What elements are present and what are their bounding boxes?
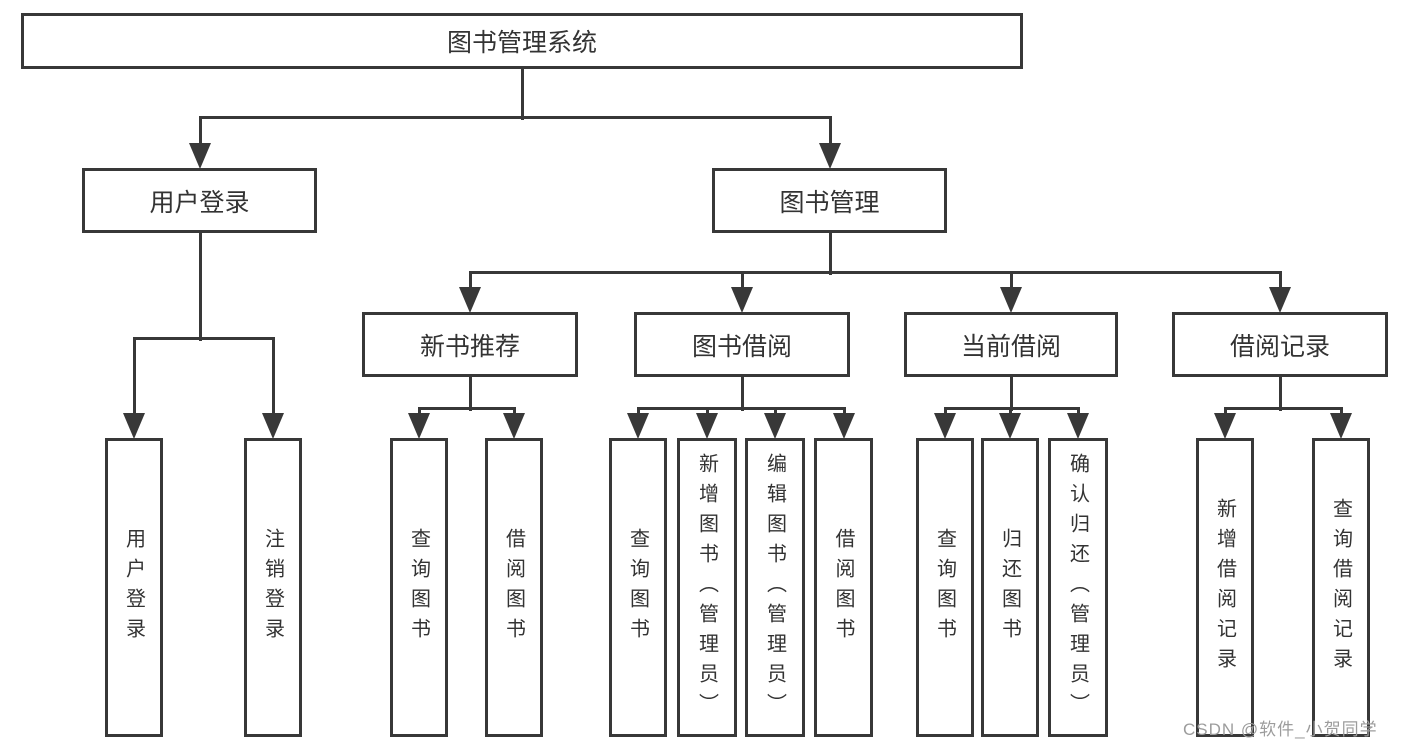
connector-line <box>272 338 275 418</box>
connector-line <box>829 231 832 275</box>
node-confirm-return: 确认归还（管理员） <box>1048 438 1108 737</box>
node-label: 查询借阅记录 <box>1329 497 1352 678</box>
node-query-book-1: 查询图书 <box>390 438 448 737</box>
connector-arrowhead <box>408 413 430 439</box>
node-return-book: 归还图书 <box>981 438 1039 737</box>
connector-arrowhead <box>934 413 956 439</box>
connector-line <box>1010 272 1013 292</box>
node-label: 图书借阅 <box>691 332 792 361</box>
connector-line <box>199 116 832 119</box>
node-user-login: 用户登录 <box>82 168 317 233</box>
node-book-mgmt: 图书管理 <box>712 168 947 233</box>
connector-arrowhead <box>123 413 145 439</box>
connector-line <box>637 407 846 410</box>
node-label: 查询图书 <box>407 527 430 648</box>
node-label: 查询图书 <box>626 527 649 648</box>
connector-arrowhead <box>189 143 211 169</box>
connector-arrowhead <box>696 413 718 439</box>
node-borrow-record: 借阅记录 <box>1172 312 1388 377</box>
connector-line <box>133 338 136 418</box>
node-user-login-op: 用户登录 <box>105 438 163 737</box>
node-label: 查询图书 <box>933 527 956 648</box>
node-label: 新增借阅记录 <box>1213 497 1236 678</box>
node-label: 确认归还（管理员） <box>1066 452 1089 723</box>
connector-arrowhead <box>459 287 481 313</box>
connector-arrowhead <box>1269 287 1291 313</box>
connector-line <box>418 407 516 410</box>
connector-line <box>944 407 1080 410</box>
connector-line <box>1224 407 1343 410</box>
node-query-book-2: 查询图书 <box>609 438 667 737</box>
node-root: 图书管理系统 <box>21 13 1023 69</box>
node-label: 图书管理系统 <box>446 29 597 57</box>
node-borrow-book-1: 借阅图书 <box>485 438 543 737</box>
connector-arrowhead <box>764 413 786 439</box>
connector-line <box>199 231 202 341</box>
node-label: 借阅记录 <box>1229 332 1330 361</box>
node-label: 归还图书 <box>998 527 1021 648</box>
connector-arrowhead <box>1214 413 1236 439</box>
node-label: 当前借阅 <box>960 332 1061 361</box>
connector-arrowhead <box>819 143 841 169</box>
node-label: 编辑图书（管理员） <box>763 452 786 723</box>
connector-line <box>199 117 202 148</box>
connector-line <box>469 271 1282 274</box>
connector-line <box>1279 375 1282 411</box>
node-label: 用户登录 <box>122 527 145 648</box>
node-add-record: 新增借阅记录 <box>1196 438 1254 737</box>
node-book-borrow: 图书借阅 <box>634 312 850 377</box>
node-edit-book: 编辑图书（管理员） <box>745 438 805 737</box>
connector-line <box>469 375 472 411</box>
connector-line <box>1279 272 1282 292</box>
node-query-record: 查询借阅记录 <box>1312 438 1370 737</box>
connector-line <box>741 375 744 411</box>
connector-line <box>829 117 832 148</box>
connector-arrowhead <box>833 413 855 439</box>
node-label: 用户登录 <box>149 188 250 217</box>
node-label: 图书管理 <box>779 188 880 217</box>
connector-arrowhead <box>503 413 525 439</box>
connector-arrowhead <box>999 413 1021 439</box>
connector-line <box>469 272 472 292</box>
connector-arrowhead <box>627 413 649 439</box>
watermark: CSDN @软件_小贺同学 <box>1183 720 1378 739</box>
connector-line <box>133 337 275 340</box>
node-logout-op: 注销登录 <box>244 438 302 737</box>
connector-line <box>521 67 524 120</box>
node-label: 借阅图书 <box>832 527 854 648</box>
connector-arrowhead <box>1067 413 1089 439</box>
connector-arrowhead <box>262 413 284 439</box>
connector-arrowhead <box>1000 287 1022 313</box>
connector-arrowhead <box>731 287 753 313</box>
node-label: 借阅图书 <box>502 527 525 648</box>
node-label: 新书推荐 <box>419 332 520 361</box>
node-current-borrow: 当前借阅 <box>904 312 1118 377</box>
node-borrow-book-2: 借阅图书 <box>814 438 873 737</box>
connector-arrowhead <box>1330 413 1352 439</box>
node-add-book: 新增图书（管理员） <box>677 438 737 737</box>
node-query-book-3: 查询图书 <box>916 438 974 737</box>
node-label: 新增图书（管理员） <box>695 452 718 723</box>
node-label: 注销登录 <box>261 527 284 648</box>
connector-line <box>1010 375 1013 411</box>
connector-line <box>741 272 744 292</box>
node-new-book: 新书推荐 <box>362 312 578 377</box>
